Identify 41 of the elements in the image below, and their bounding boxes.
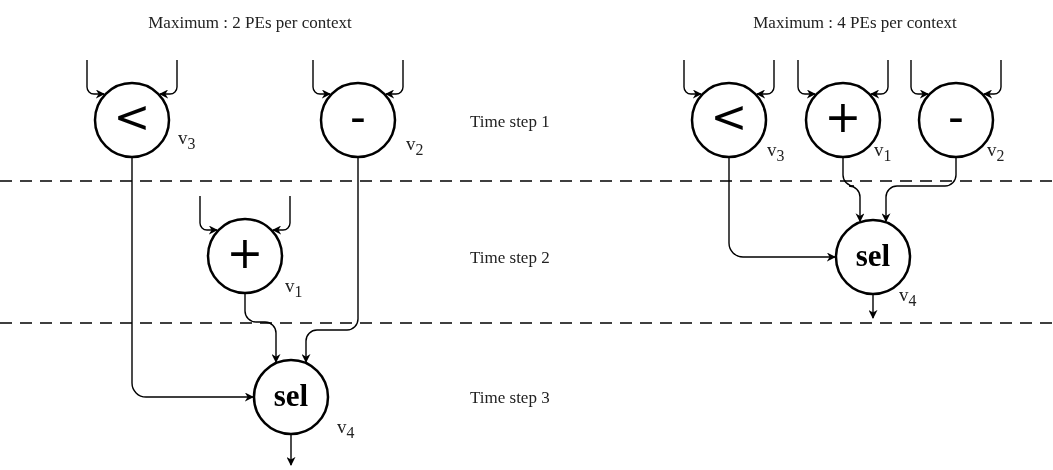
node-id-label: v$_{4}$	[337, 417, 355, 441]
node-id-label: v$_{1}$	[285, 276, 303, 300]
operator-label: <	[113, 95, 151, 139]
node-id-label: v$_{2}$	[406, 134, 424, 158]
arrow	[910, 59, 929, 99]
node-id-label: v$_{3}$	[767, 140, 785, 164]
time-step-label: Time step 3	[470, 389, 550, 406]
operator-label: +	[226, 231, 264, 275]
operator-label: +	[824, 95, 862, 139]
operator-label: -	[350, 95, 366, 139]
arrow	[286, 434, 296, 466]
arrow	[683, 59, 702, 99]
arrow	[272, 195, 291, 235]
node-id-label: v$_{2}$	[987, 140, 1005, 164]
operator-label: sel	[855, 239, 891, 271]
arrow	[131, 157, 254, 402]
operator-label: sel	[273, 379, 309, 411]
arrow	[301, 157, 359, 363]
arrow	[728, 157, 836, 262]
arrow	[159, 59, 178, 99]
time-step-label: Time step 1	[470, 113, 550, 130]
node-id-label: v$_{3}$	[178, 128, 196, 152]
arrow	[868, 294, 878, 319]
arrow	[870, 59, 889, 99]
node-id-label: v$_{1}$	[874, 140, 892, 164]
arrow	[312, 59, 331, 99]
operator-label: <	[710, 95, 748, 139]
arrow	[842, 157, 865, 223]
arrow	[385, 59, 404, 99]
column-heading: Maximum : 2 PEs per context	[148, 14, 352, 31]
arrow	[244, 293, 281, 363]
arrow	[797, 59, 816, 99]
arrow	[881, 157, 957, 223]
arrow	[756, 59, 775, 99]
arrow	[199, 195, 218, 235]
time-step-label: Time step 2	[470, 249, 550, 266]
arrow	[983, 59, 1002, 99]
arrow	[86, 59, 105, 99]
operator-label: -	[948, 95, 964, 139]
column-heading: Maximum : 4 PEs per context	[753, 14, 957, 31]
node-id-label: v$_{4}$	[899, 285, 917, 309]
